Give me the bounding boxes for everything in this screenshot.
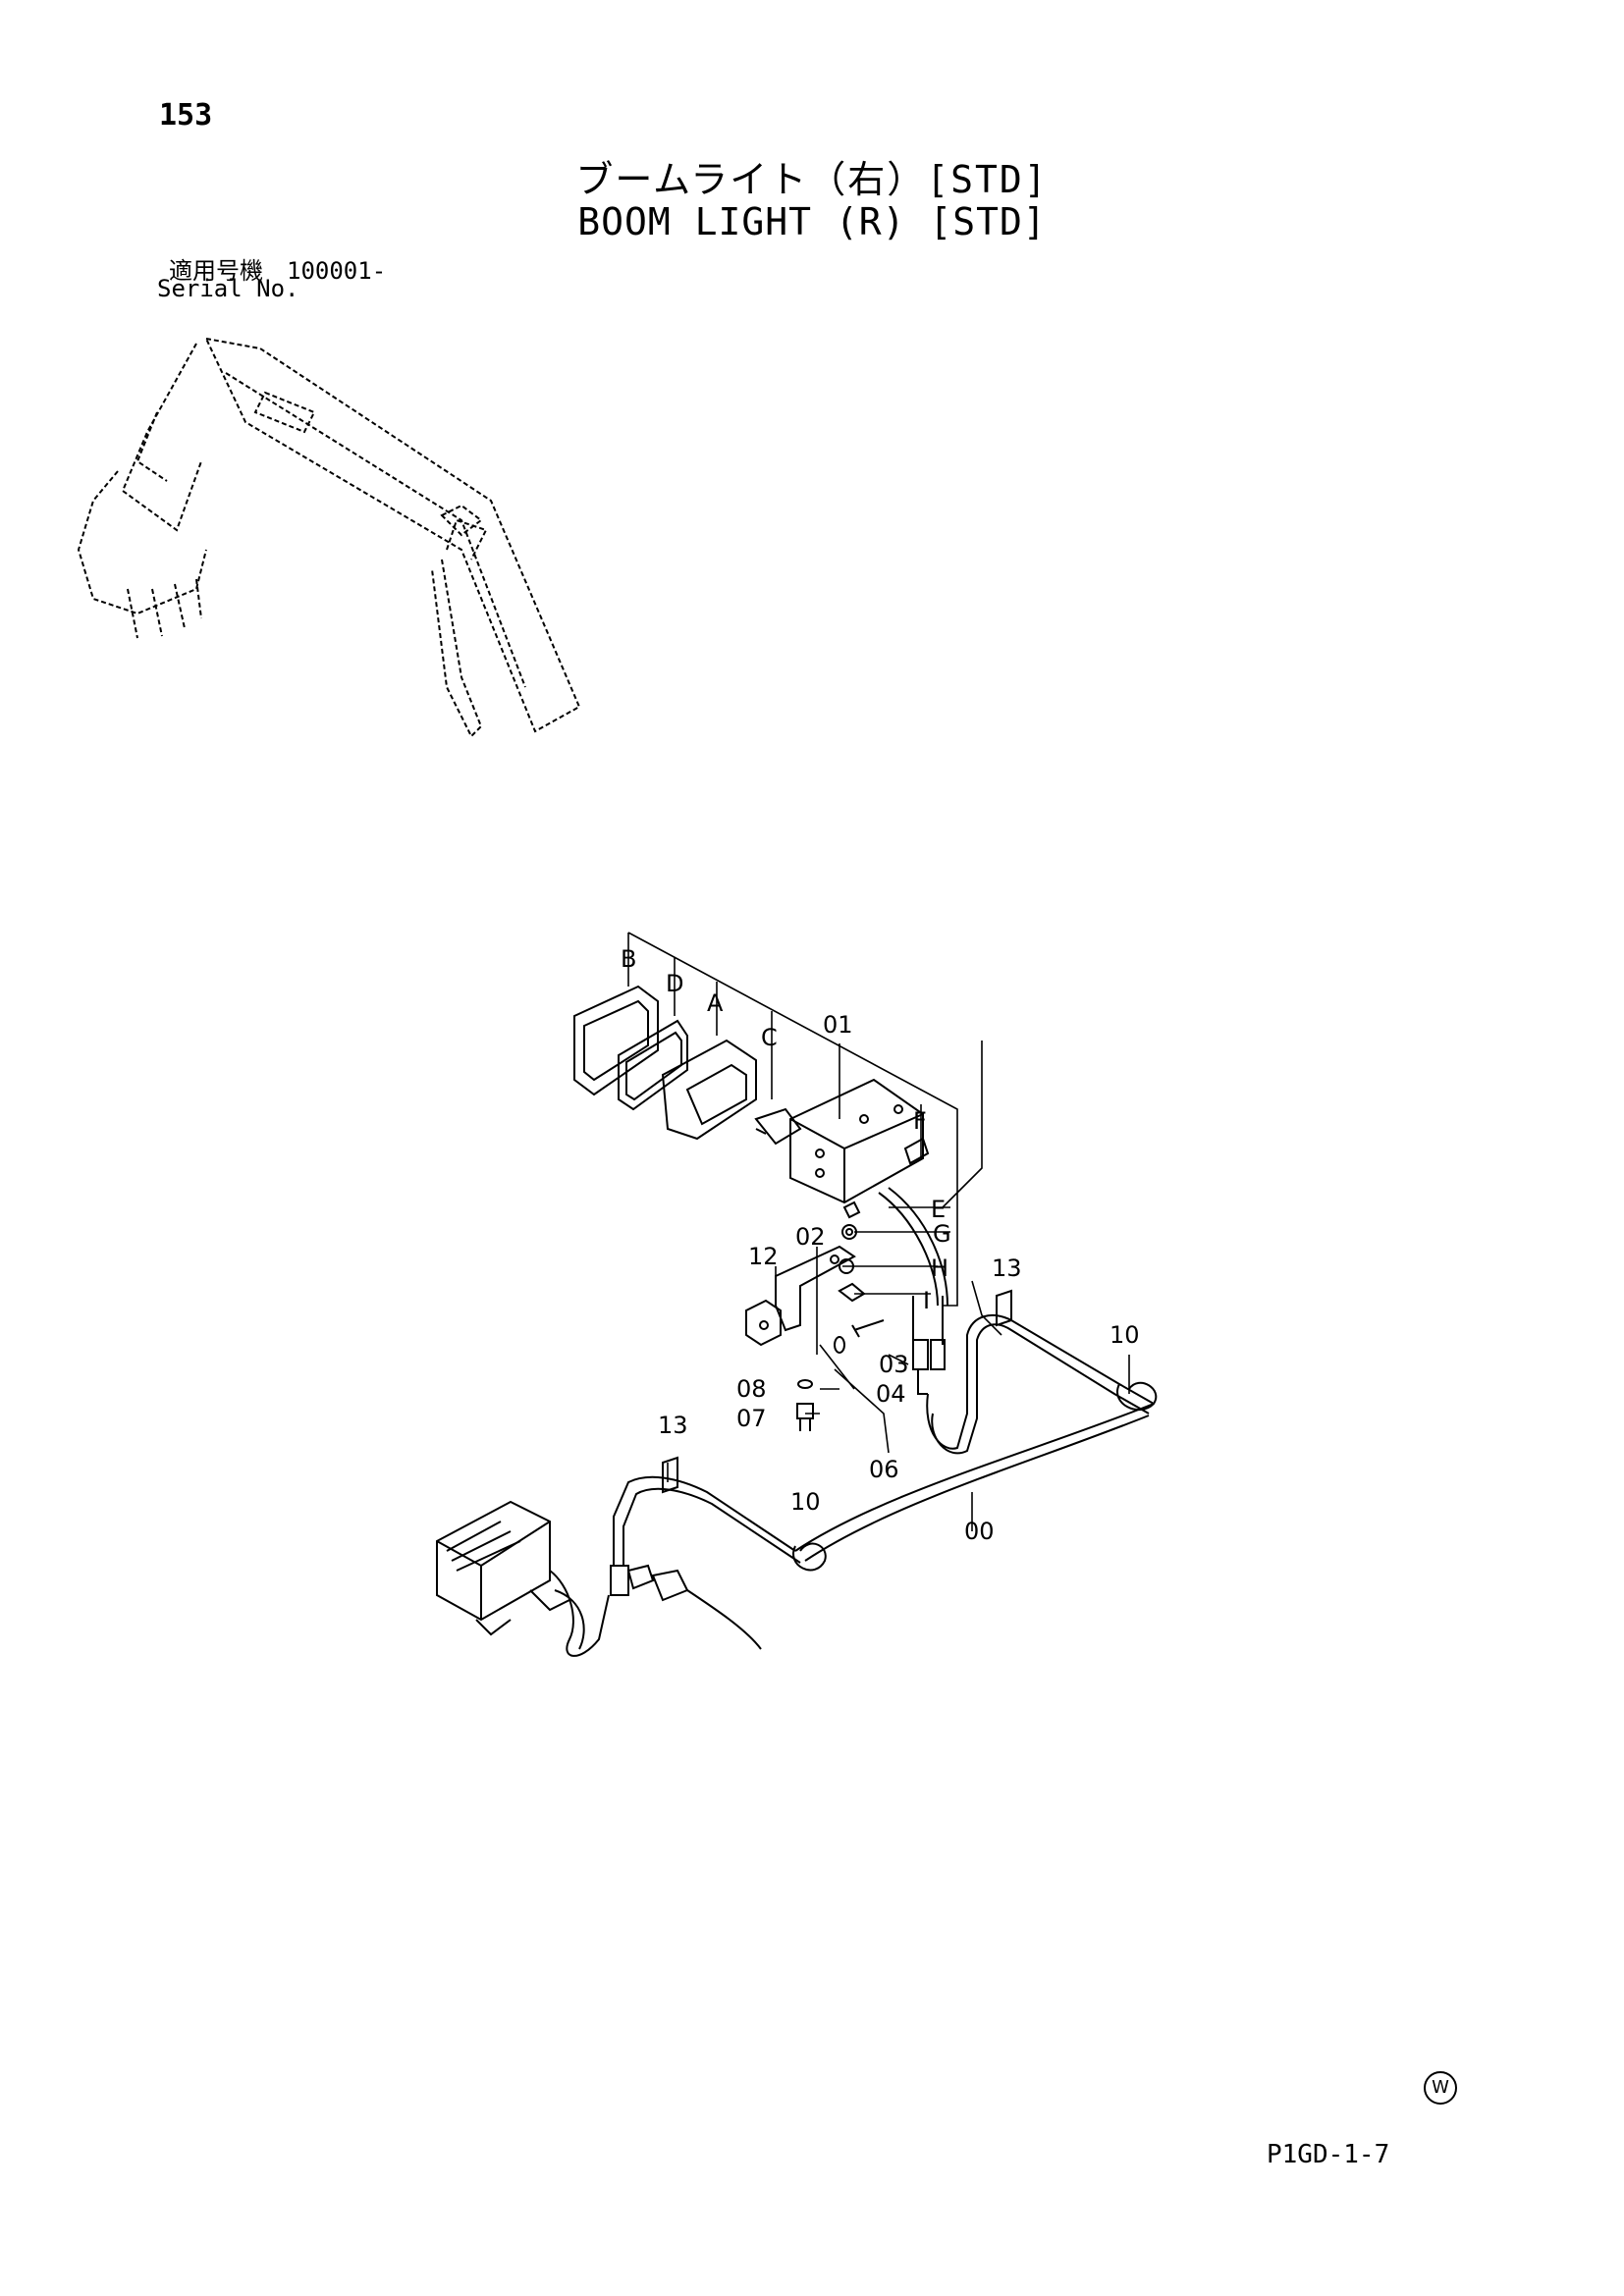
label-D: D <box>666 970 683 997</box>
label-B: B <box>621 945 636 973</box>
serial-label-japanese: 適用号機 100001- <box>169 257 387 285</box>
label-E: E <box>931 1196 946 1223</box>
label-I: I <box>923 1287 930 1314</box>
label-12: 12 <box>748 1243 779 1270</box>
excavator-thumbnail <box>77 337 581 738</box>
page-number: 153 <box>159 98 213 133</box>
label-C: C <box>761 1024 778 1051</box>
label-06: 06 <box>869 1456 899 1483</box>
part-labels: B D A C 01 F E G 02 H I 12 13 10 03 04 0… <box>621 945 1140 1545</box>
title-japanese: ブームライト（右）[STD] <box>575 158 1049 201</box>
label-13-right: 13 <box>992 1255 1022 1282</box>
label-00: 00 <box>964 1518 995 1545</box>
serial-label-english: Serial No. <box>157 275 299 302</box>
label-03: 03 <box>879 1351 909 1378</box>
label-01: 01 <box>823 1011 853 1039</box>
label-13-left: 13 <box>658 1412 688 1439</box>
label-04: 04 <box>876 1380 906 1408</box>
title-english: BOOM LIGHT (R) [STD] <box>577 200 1047 243</box>
label-10-left: 10 <box>790 1488 821 1516</box>
label-08: 08 <box>736 1375 767 1403</box>
label-10-right: 10 <box>1110 1321 1140 1349</box>
label-H: H <box>931 1255 948 1282</box>
lamp-components <box>436 985 1158 1657</box>
label-02: 02 <box>795 1223 826 1251</box>
label-07: 07 <box>736 1405 767 1432</box>
w-mark: W <box>1424 2071 1457 2105</box>
label-A: A <box>707 989 724 1017</box>
label-G: G <box>933 1220 951 1248</box>
page-code: P1GD-1-7 <box>1267 2140 1390 2169</box>
label-F: F <box>913 1107 927 1135</box>
